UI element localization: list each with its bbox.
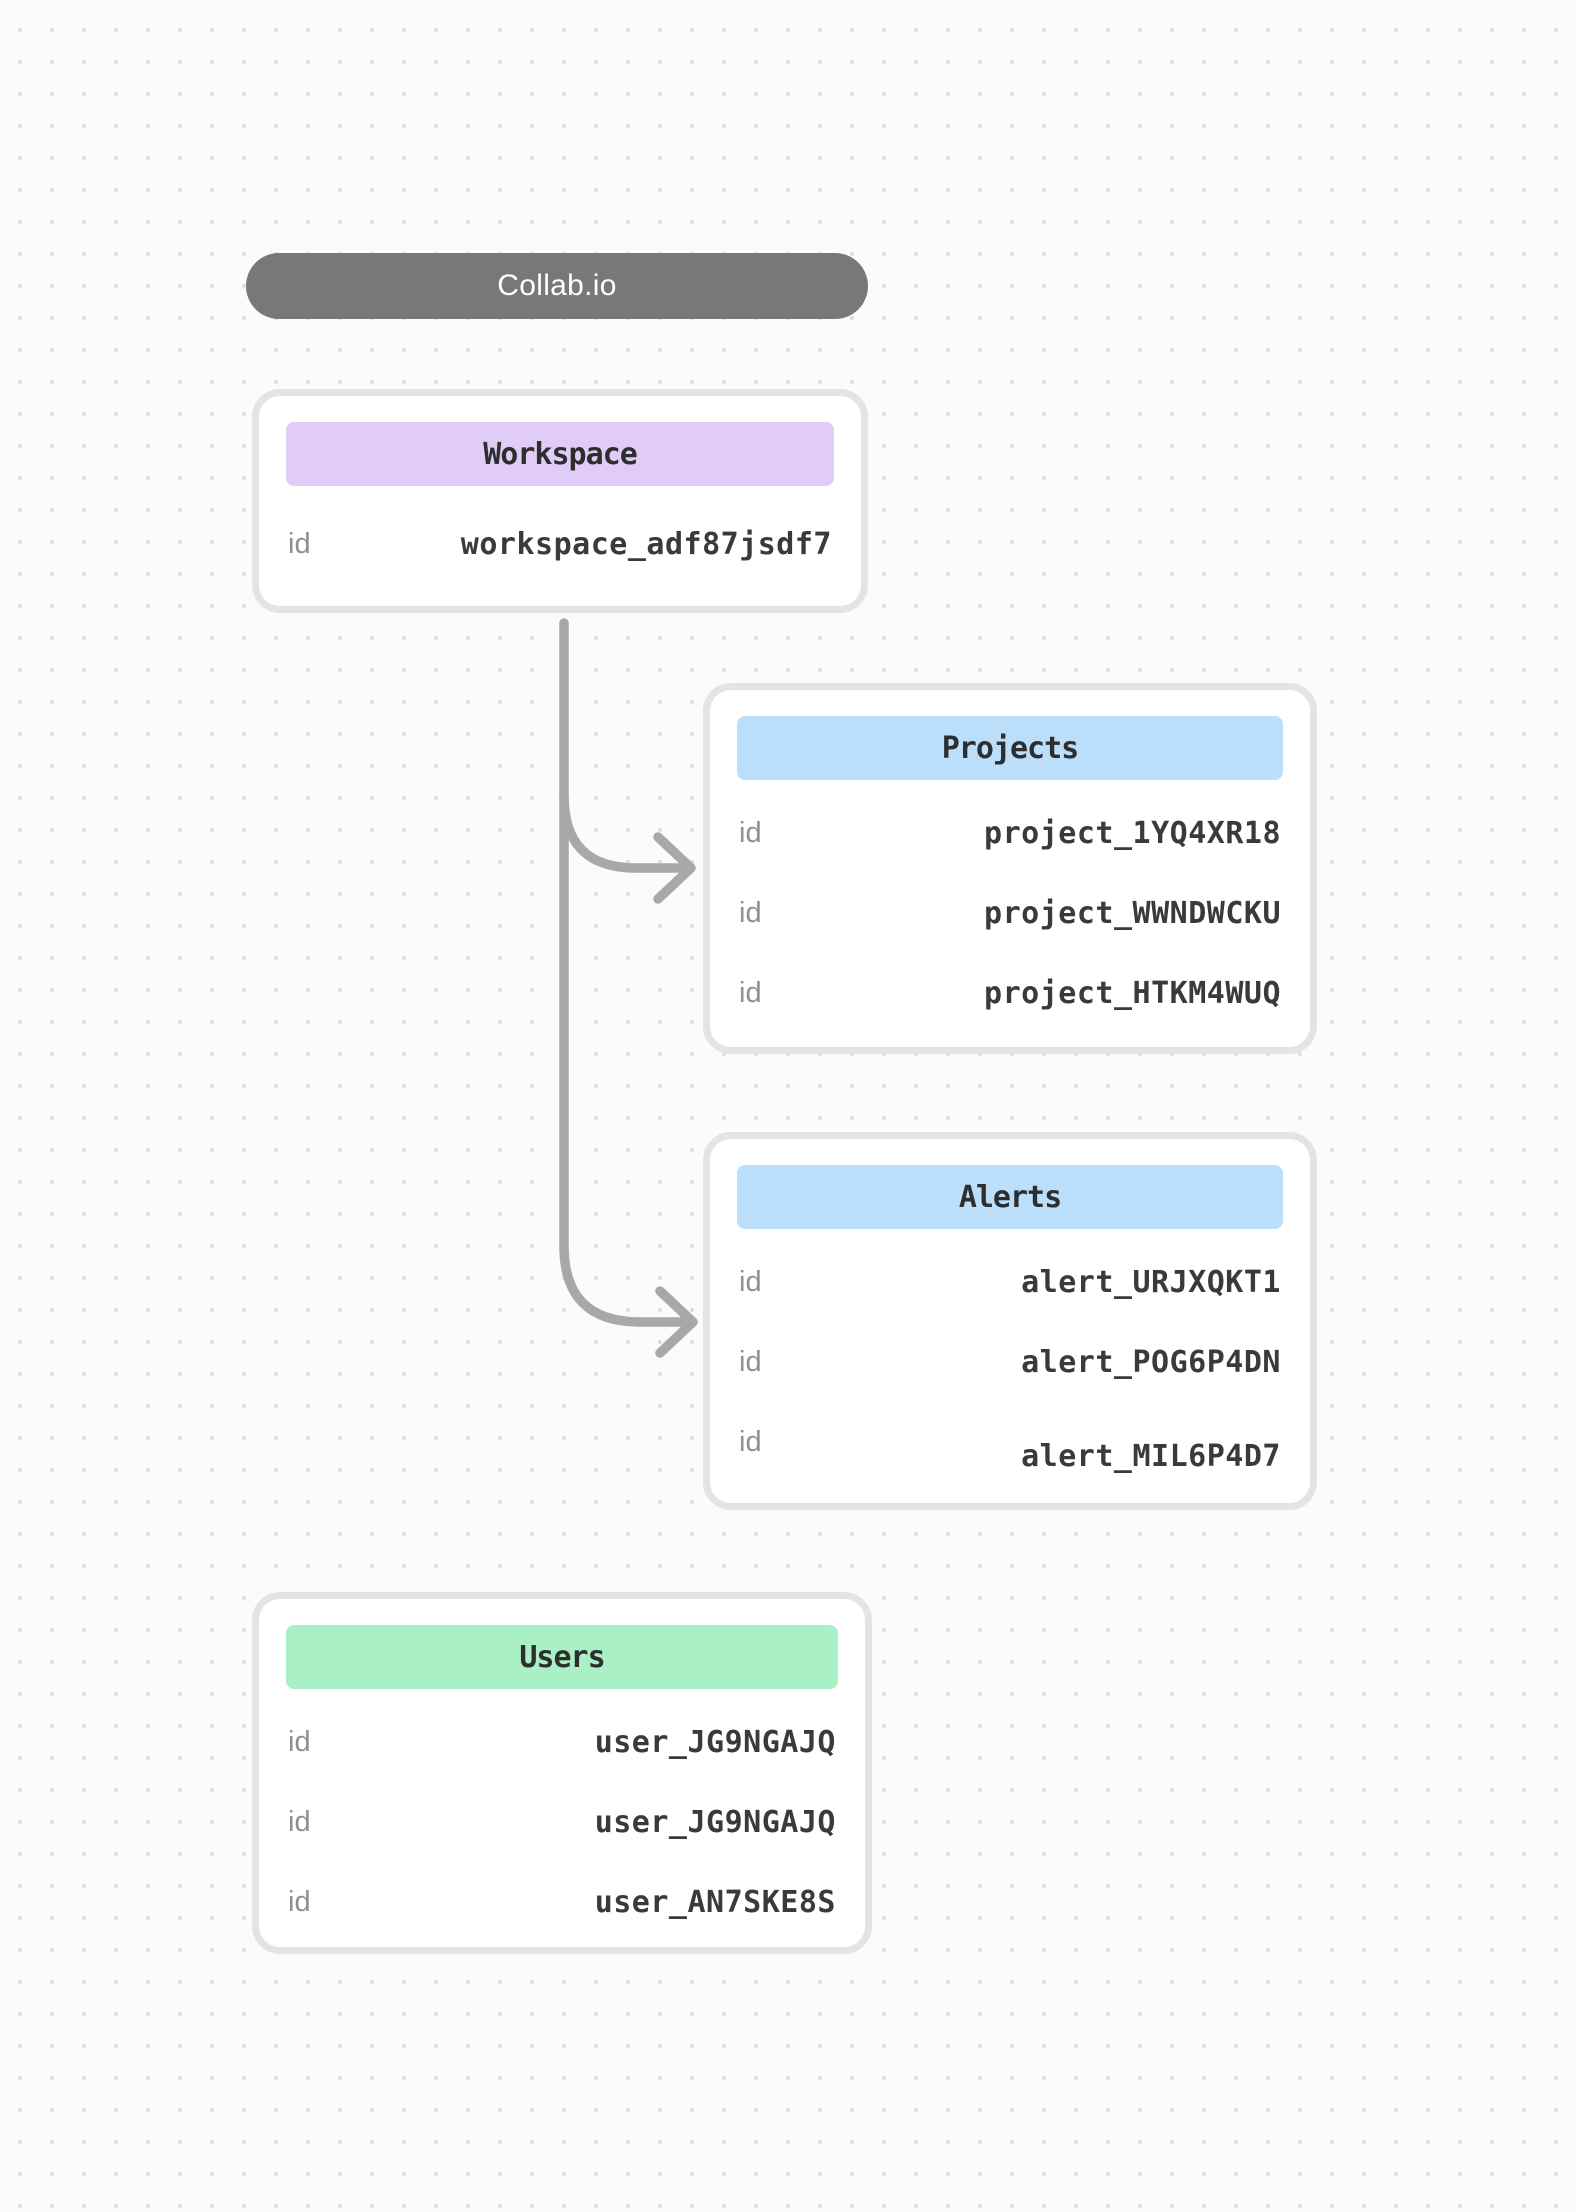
field-value: workspace_adf87jsdf7 (460, 526, 832, 562)
field-row: id alert_URJXQKT1 (737, 1264, 1283, 1300)
field-value: alert_POG6P4DN (1021, 1344, 1281, 1380)
field-label: id (288, 1885, 311, 1918)
entity-users-header: Users (286, 1625, 838, 1689)
entity-workspace-header: Workspace (286, 422, 834, 486)
field-value: user_AN7SKE8S (594, 1884, 836, 1920)
entity-workspace[interactable]: Workspace id workspace_adf87jsdf7 (252, 389, 868, 613)
field-label: id (739, 1265, 762, 1298)
field-label: id (288, 1725, 311, 1758)
field-label: id (739, 976, 762, 1009)
field-value: user_JG9NGAJQ (594, 1804, 836, 1840)
field-label: id (288, 527, 311, 560)
arrowhead-projects-icon (653, 832, 696, 904)
entity-projects[interactable]: Projects id project_1YQ4XR18 id project_… (703, 683, 1317, 1054)
connector-projects-branch (559, 791, 689, 873)
field-row: id user_JG9NGAJQ (286, 1724, 838, 1760)
field-value: project_HTKM4WUQ (984, 975, 1281, 1011)
field-value: alert_MIL6P4D7 (1021, 1438, 1281, 1474)
diagram-title: Collab.io (497, 269, 617, 302)
field-value: user_JG9NGAJQ (594, 1724, 836, 1760)
connector-workspace-trunk-and-alerts-branch (559, 618, 691, 1327)
diagram-title-pill[interactable]: Collab.io (246, 253, 868, 319)
entity-alerts[interactable]: Alerts id alert_URJXQKT1 id alert_POG6P4… (703, 1132, 1317, 1510)
field-row: id project_HTKM4WUQ (737, 975, 1283, 1011)
field-label: id (739, 1425, 762, 1458)
entity-projects-header: Projects (737, 716, 1283, 780)
field-row: id project_1YQ4XR18 (737, 815, 1283, 851)
field-row: id project_WWNDWCKU (737, 895, 1283, 931)
entity-users[interactable]: Users id user_JG9NGAJQ id user_JG9NGAJQ … (252, 1592, 872, 1954)
field-value: project_1YQ4XR18 (984, 815, 1281, 851)
field-row: id alert_POG6P4DN (737, 1344, 1283, 1380)
arrowhead-alerts-icon (655, 1286, 698, 1358)
field-row: id workspace_adf87jsdf7 (286, 526, 834, 562)
field-value: alert_URJXQKT1 (1021, 1264, 1281, 1300)
field-value: project_WWNDWCKU (984, 895, 1281, 931)
field-label: id (288, 1805, 311, 1838)
field-row: id user_AN7SKE8S (286, 1884, 838, 1920)
entity-alerts-header: Alerts (737, 1165, 1283, 1229)
field-label: id (739, 896, 762, 929)
field-row: id user_JG9NGAJQ (286, 1804, 838, 1840)
field-row: id alert_MIL6P4D7 (737, 1424, 1283, 1474)
field-label: id (739, 1345, 762, 1378)
field-label: id (739, 816, 762, 849)
